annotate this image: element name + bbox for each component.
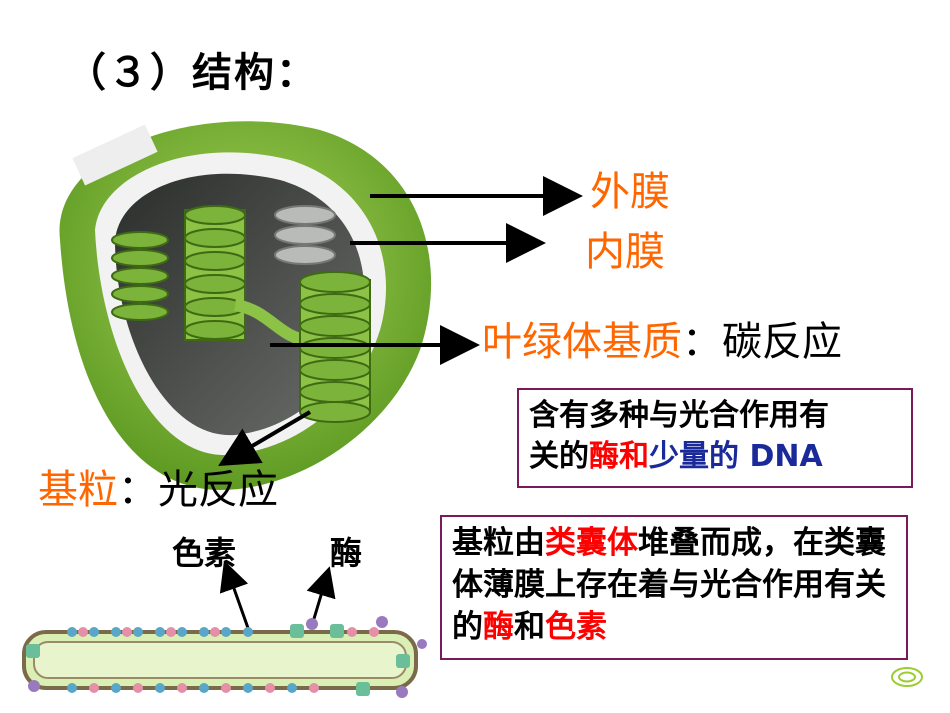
thylakoid-membrane-illustration (22, 616, 427, 698)
info-box-stroma-line2: 关的酶和少量的 DNA (529, 437, 901, 478)
info-box-granum: 基粒由类囊体堆叠而成，在类囊体薄膜上存在着与光合作用有关的酶和色素 (440, 515, 908, 660)
granum-stack-left (111, 231, 169, 321)
label-granum-row: 基粒：光反应 (38, 470, 278, 510)
chloroplast-illustration (59, 121, 432, 491)
label-stroma-row: 叶绿体基质：碳反应 (482, 322, 842, 362)
info-box-stroma: 含有多种与光合作用有 关的酶和少量的 DNA (517, 388, 913, 488)
info-box-stroma-line1: 含有多种与光合作用有 (529, 398, 829, 433)
label-stroma-reaction: 碳反应 (722, 319, 842, 365)
label-enzyme: 酶 (330, 534, 363, 572)
text-highlight-thylakoid: 类囊体 (545, 525, 638, 561)
label-pigment: 色素 (172, 534, 237, 572)
text-segment: 堆叠而成，在类囊体薄膜上存在着与光合作用有关的 (452, 525, 886, 645)
label-granum-colon: ： (118, 467, 158, 513)
granum-stack-back (274, 205, 336, 265)
label-granum: 基粒 (38, 467, 118, 513)
text-highlight-dna: 少量的 DNA (649, 438, 823, 474)
text-segment: 基粒由 (452, 525, 545, 561)
label-granum-reaction: 光反应 (158, 467, 278, 513)
label-outer-membrane: 外膜 (590, 169, 670, 215)
text-segment: 关的 (529, 438, 589, 474)
label-stroma: 叶绿体基质 (482, 319, 682, 365)
text-highlight-pigment: 色素 (545, 608, 607, 645)
text-segment: 和 (514, 608, 545, 645)
label-stroma-colon: ： (682, 319, 722, 365)
next-slide-icon[interactable] (890, 666, 924, 688)
text-highlight-enzyme: 酶 (483, 608, 514, 645)
text-highlight-enzyme: 酶和 (589, 438, 649, 474)
label-inner-membrane: 内膜 (585, 229, 665, 275)
page-title: （３）结构： (66, 50, 318, 96)
granum-stack-middle (184, 205, 246, 341)
